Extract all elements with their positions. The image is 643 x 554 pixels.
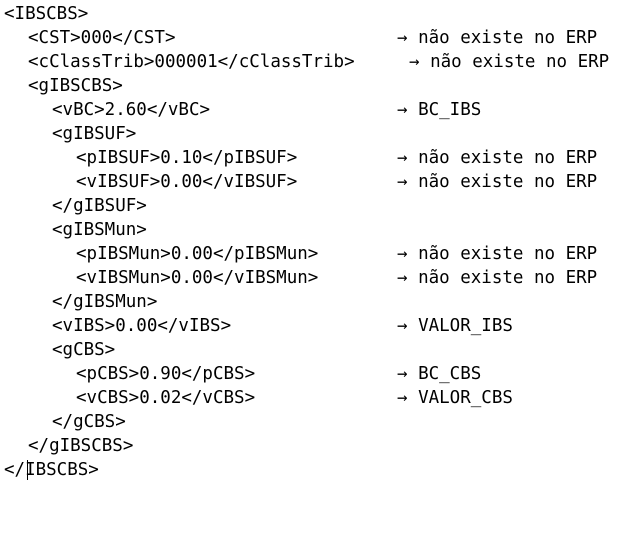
code-line: </IBSCBS>	[0, 458, 643, 482]
mapping-note: → VALOR_CBS	[397, 388, 513, 408]
code-text: <pCBS>0.90</pCBS>	[76, 364, 256, 384]
code-text: </gIBSMun>	[52, 292, 158, 312]
code-line: </gIBSCBS>	[0, 434, 643, 458]
code-line: </gIBSMun>	[0, 290, 643, 314]
code-line: <vIBSUF>0.00</vIBSUF> → não existe no ER…	[0, 170, 643, 194]
mapping-note: → não existe no ERP	[397, 148, 598, 168]
mapping-note: → não existe no ERP	[397, 268, 598, 288]
code-line: <vIBS>0.00</vIBS> → VALOR_IBS	[0, 314, 643, 338]
code-text: <vCBS>0.02</vCBS>	[76, 388, 256, 408]
code-line: <pCBS>0.90</pCBS> → BC_CBS	[0, 362, 643, 386]
code-text: <vIBSMun>0.00</vIBSMun>	[76, 268, 319, 288]
mapping-note: → não existe no ERP	[397, 172, 598, 192]
code-text: <CST>000</CST>	[28, 28, 176, 48]
xml-code-view[interactable]: <IBSCBS> <CST>000</CST> → não existe no …	[0, 0, 643, 488]
code-text: <gIBSMun>	[52, 220, 147, 240]
code-text: <pIBSMun>0.00</pIBSMun>	[76, 244, 319, 264]
code-text: </gIBSCBS>	[28, 436, 134, 456]
mapping-note: → não existe no ERP	[397, 244, 598, 264]
code-text: <cClassTrib>000001</cClassTrib>	[28, 52, 355, 72]
code-line: <CST>000</CST> → não existe no ERP	[0, 26, 643, 50]
code-text: <pIBSUF>0.10</pIBSUF>	[76, 148, 298, 168]
code-line: <gIBSMun>	[0, 218, 643, 242]
code-text: <IBSCBS>	[4, 4, 89, 24]
code-line: <vCBS>0.02</vCBS> → VALOR_CBS	[0, 386, 643, 410]
mapping-note: → VALOR_IBS	[397, 316, 513, 336]
code-line: <pIBSMun>0.00</pIBSMun> → não existe no …	[0, 242, 643, 266]
code-text: <gCBS>	[52, 340, 116, 360]
code-line: </gIBSUF>	[0, 194, 643, 218]
code-text: <gIBSUF>	[52, 124, 137, 144]
code-text: </IBSCBS>	[4, 460, 99, 480]
mapping-note: → BC_IBS	[397, 100, 482, 120]
code-line: <gIBSCBS>	[0, 74, 643, 98]
text-cursor	[27, 460, 28, 480]
code-line: </gCBS>	[0, 410, 643, 434]
code-text: <vIBS>0.00</vIBS>	[52, 316, 232, 336]
mapping-note: → BC_CBS	[397, 364, 482, 384]
mapping-note: → não existe no ERP	[409, 52, 610, 72]
code-line: <IBSCBS>	[0, 2, 643, 26]
code-line: <gIBSUF>	[0, 122, 643, 146]
code-text: </gCBS>	[52, 412, 126, 432]
code-text: <gIBSCBS>	[28, 76, 123, 96]
code-line: <cClassTrib>000001</cClassTrib> → não ex…	[0, 50, 643, 74]
code-line: <gCBS>	[0, 338, 643, 362]
code-text: <vIBSUF>0.00</vIBSUF>	[76, 172, 298, 192]
code-line: <pIBSUF>0.10</pIBSUF> → não existe no ER…	[0, 146, 643, 170]
mapping-note: → não existe no ERP	[397, 28, 598, 48]
code-text: <vBC>2.60</vBC>	[52, 100, 211, 120]
code-text: </gIBSUF>	[52, 196, 147, 216]
code-line: <vIBSMun>0.00</vIBSMun> → não existe no …	[0, 266, 643, 290]
code-line: <vBC>2.60</vBC> → BC_IBS	[0, 98, 643, 122]
